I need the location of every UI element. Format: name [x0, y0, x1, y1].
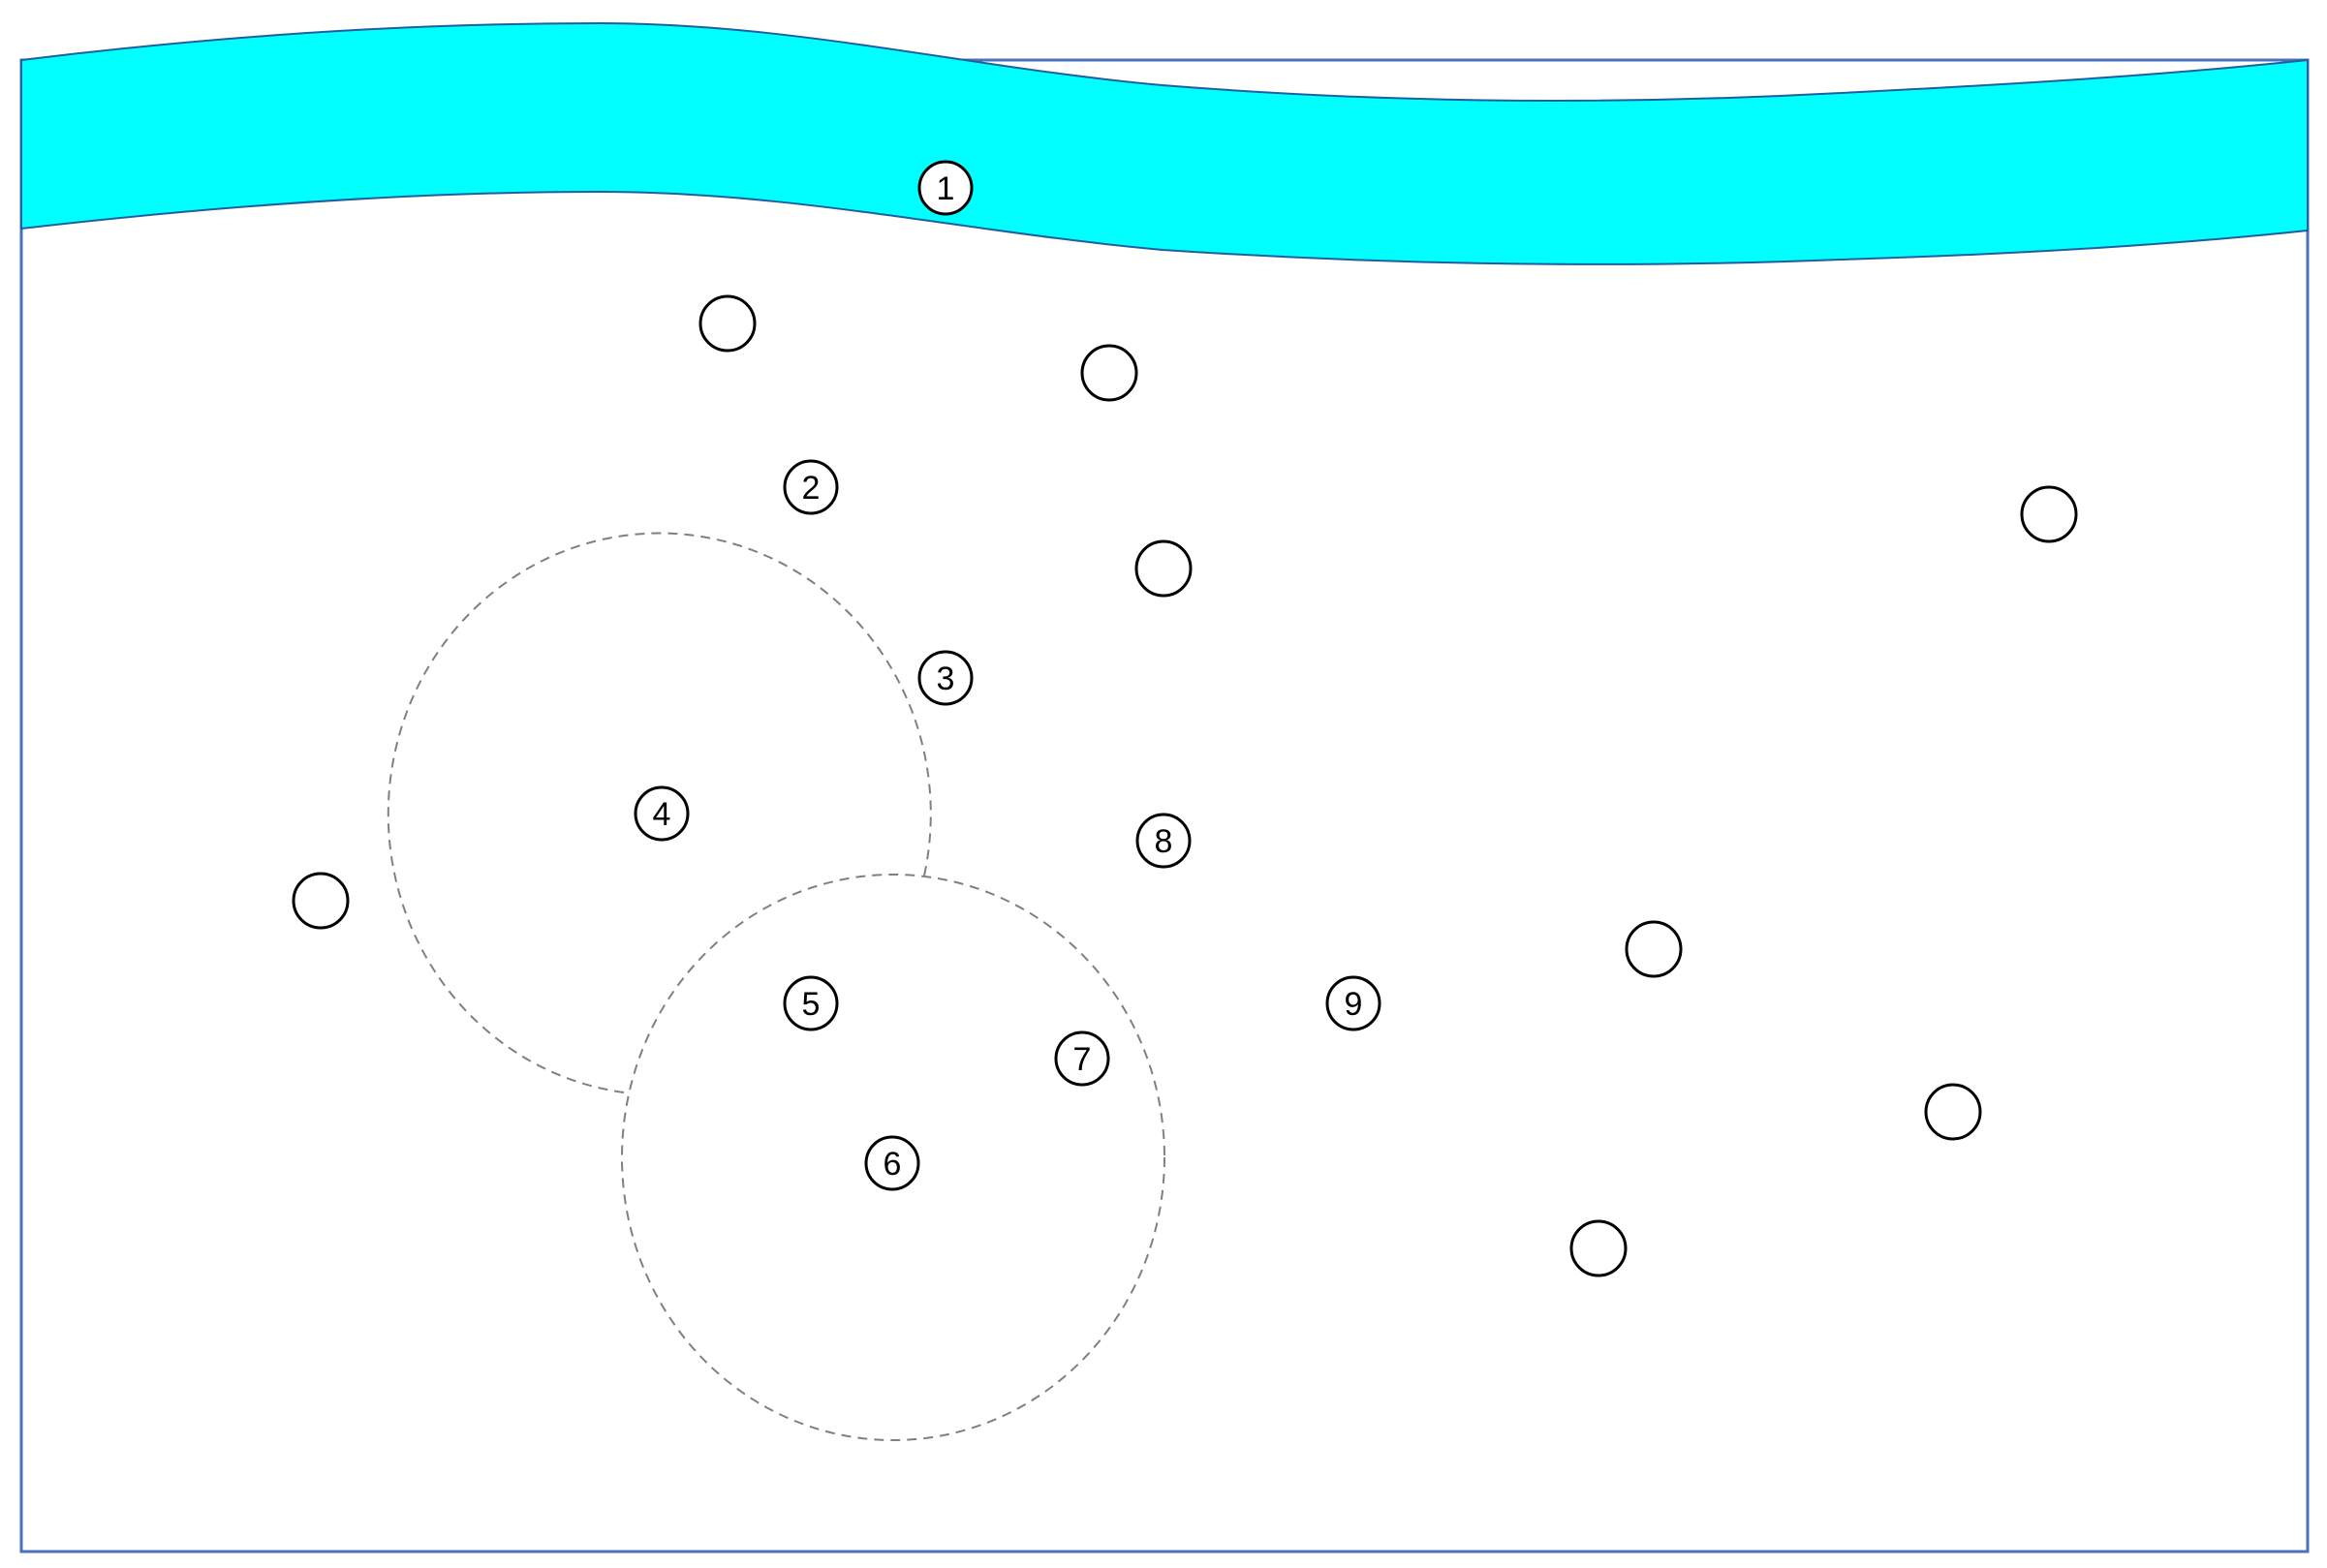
node-8: 8 [1135, 813, 1192, 869]
node-unlabeled [2020, 485, 2078, 543]
dashed-circle-upper [387, 532, 932, 1093]
node-7-label: 7 [1073, 1041, 1092, 1078]
node-8-label: 8 [1155, 823, 1173, 860]
node-1: 1 [917, 160, 974, 216]
node-5-label: 5 [802, 986, 821, 1023]
node-9: 9 [1325, 975, 1381, 1031]
dashed-circle-lower [621, 874, 1165, 1441]
node-2-circle [783, 459, 839, 515]
node-9-circle [1325, 975, 1381, 1031]
node-unlabeled [1625, 920, 1683, 978]
node-9-label: 9 [1345, 986, 1363, 1023]
node-7: 7 [1054, 1030, 1110, 1087]
node-2-label: 2 [802, 470, 821, 507]
node-1-label: 1 [937, 170, 955, 207]
unlabeled-nodes [292, 294, 2078, 1277]
node-3: 3 [917, 650, 974, 706]
node-5: 5 [783, 975, 839, 1031]
node-4-circle [634, 785, 690, 842]
river-band [20, 21, 2309, 265]
node-4: 4 [634, 785, 690, 842]
node-unlabeled [698, 294, 757, 353]
node-6: 6 [864, 1135, 920, 1191]
node-7-circle [1054, 1030, 1110, 1087]
node-unlabeled [1080, 344, 1138, 402]
diagram-frame [19, 58, 2310, 1553]
node-5-circle [783, 975, 839, 1031]
node-unlabeled [1569, 1219, 1628, 1277]
node-1-circle [917, 160, 974, 216]
node-2: 2 [783, 459, 839, 515]
node-6-circle [864, 1135, 920, 1191]
node-unlabeled [1924, 1083, 1982, 1141]
node-unlabeled [292, 872, 350, 930]
node-8-circle [1135, 813, 1192, 869]
node-4-label: 4 [653, 796, 671, 833]
node-unlabeled [1134, 539, 1193, 598]
node-6-label: 6 [884, 1146, 902, 1183]
node-3-label: 3 [937, 661, 955, 697]
node-3-circle [917, 650, 974, 706]
